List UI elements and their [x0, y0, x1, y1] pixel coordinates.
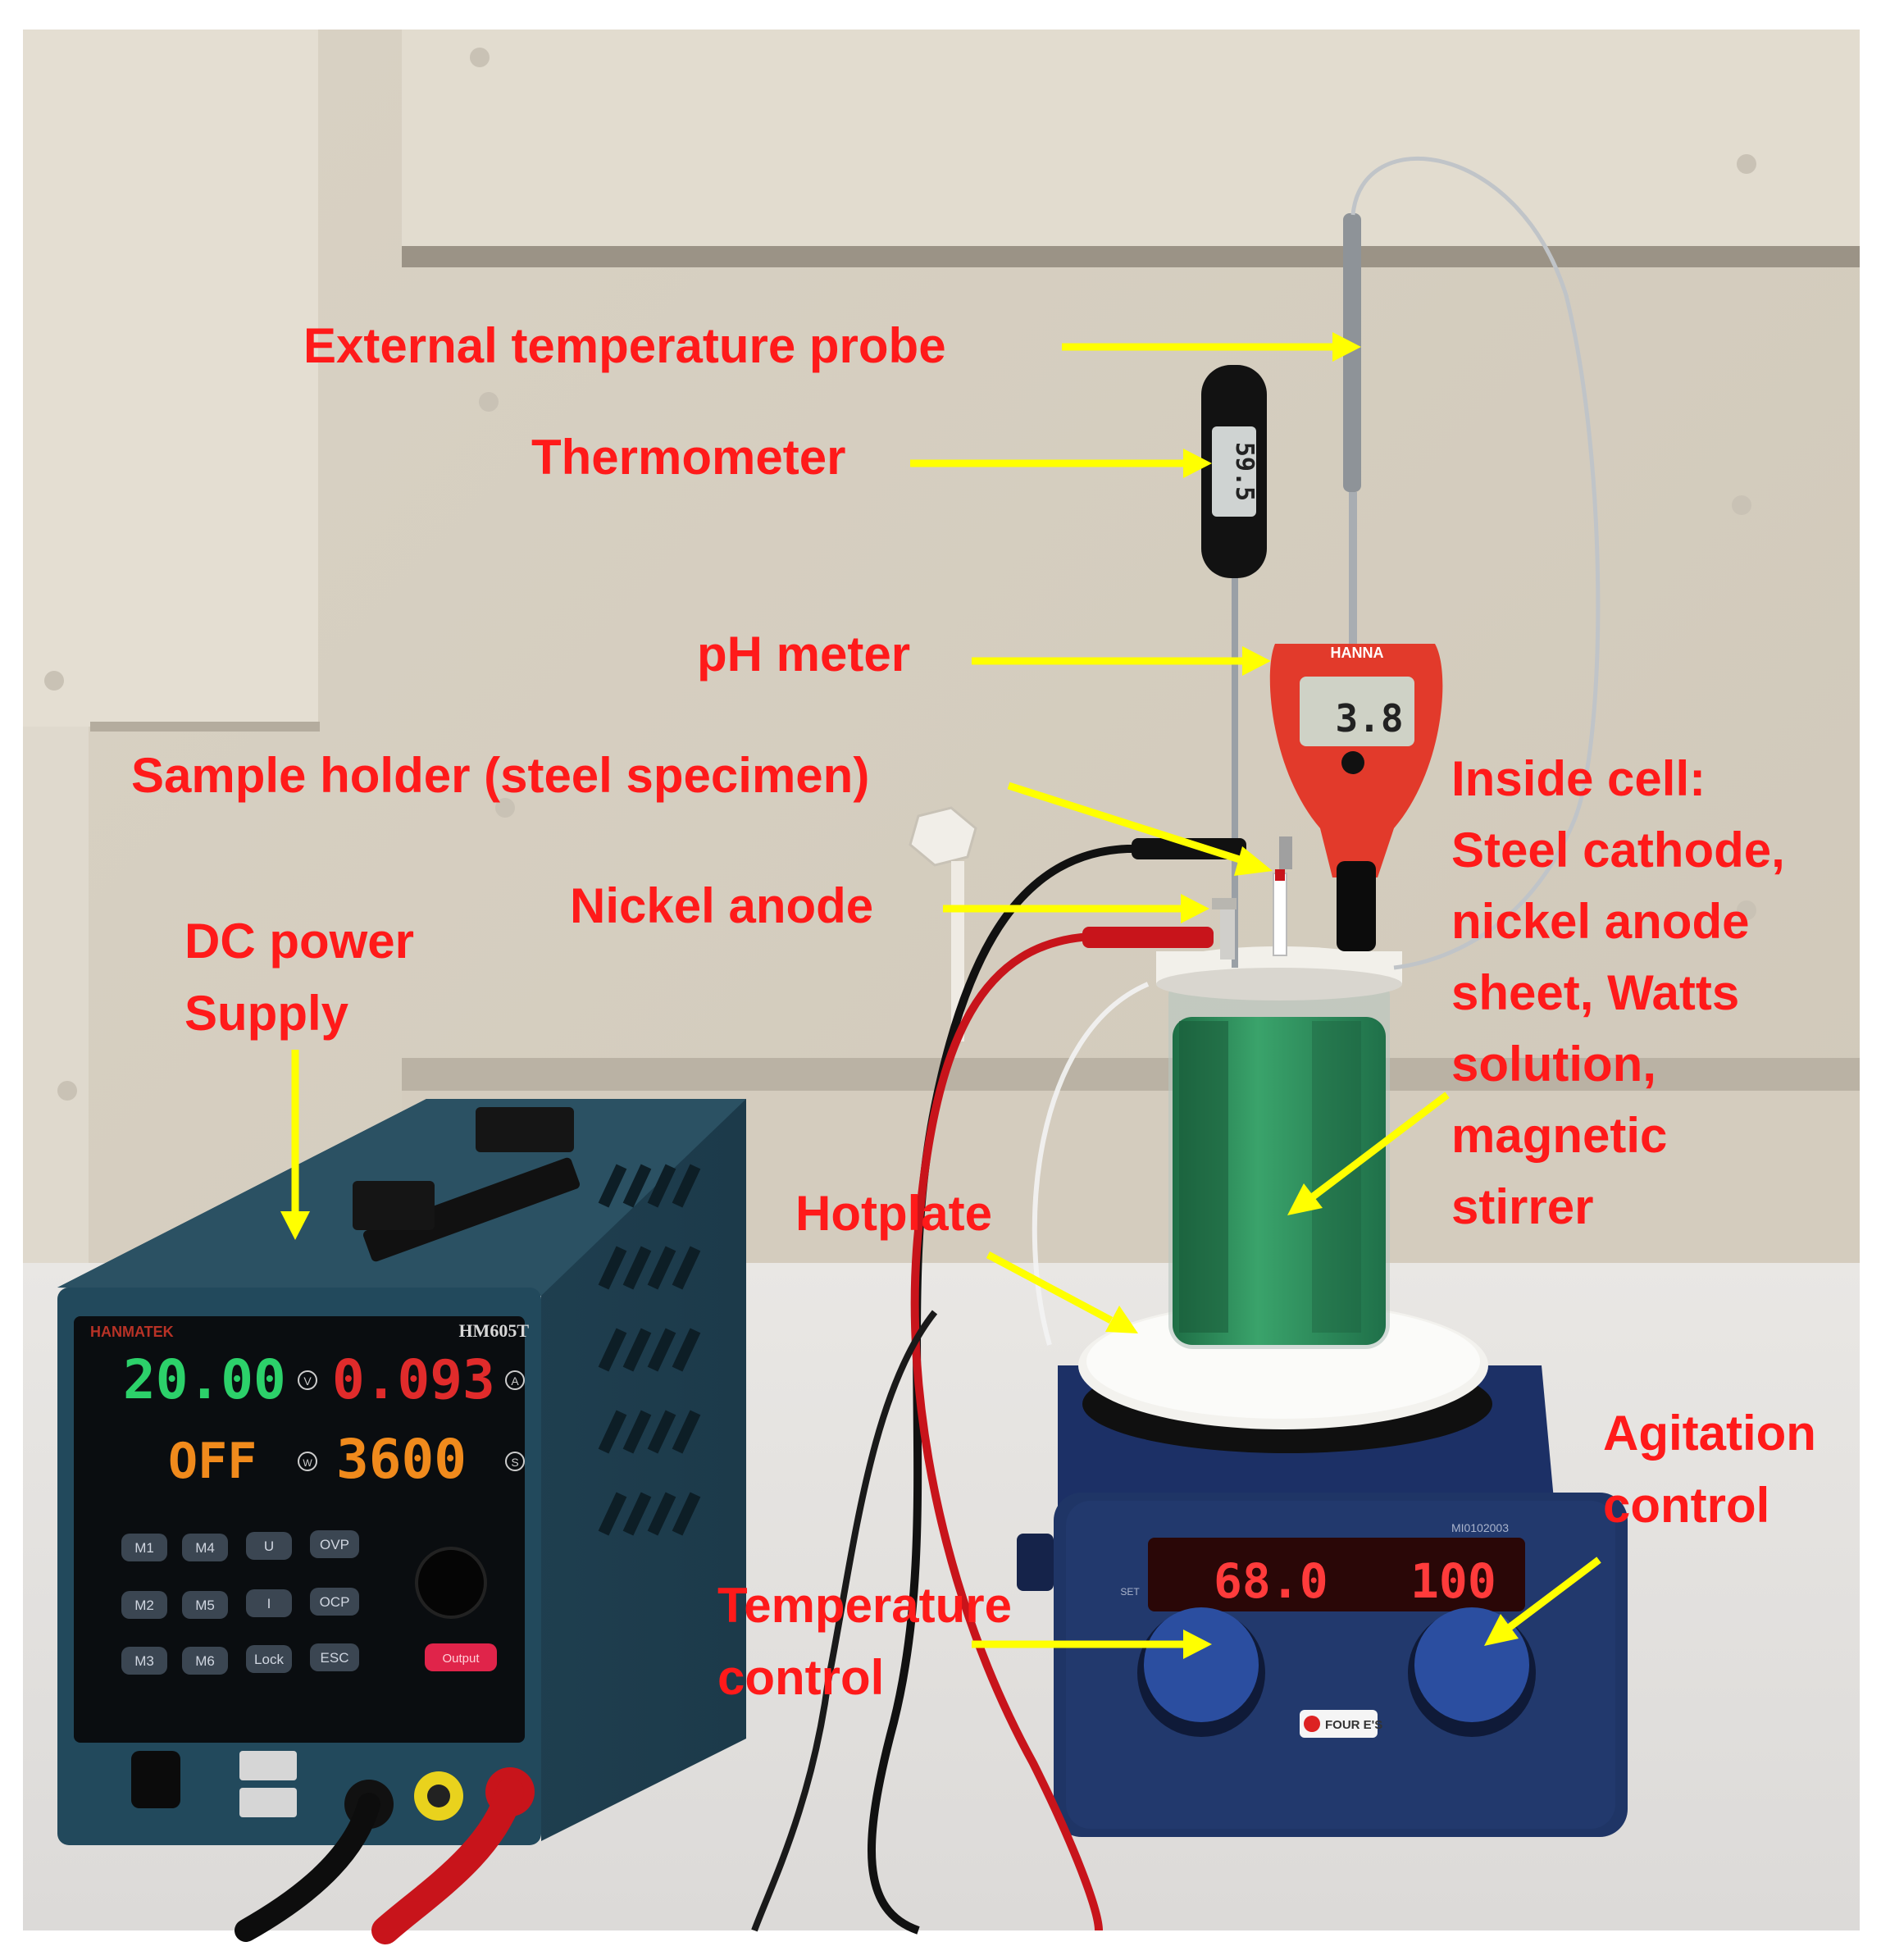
annotation-labels: External temperature probe Thermometer p…: [131, 318, 1816, 1705]
vent-slots: [598, 1164, 701, 1536]
label-sample-holder: Sample holder (steel specimen): [131, 748, 869, 803]
psu-rotary-knob[interactable]: [415, 1547, 487, 1619]
ph-meter-display: 3.8: [1335, 696, 1403, 741]
key-m6[interactable]: [182, 1647, 228, 1675]
usb-port-1: [239, 1751, 297, 1780]
ph-meter: HANNA 3.8: [1269, 644, 1443, 951]
dc-power-supply: HANMATEK HM605T 20.00 V 0.093 A OFF W 36…: [57, 1099, 746, 1944]
hotplate-model: MI0102003: [1451, 1521, 1509, 1534]
hotplate-speed-display: 100: [1410, 1553, 1496, 1609]
thermometer-display: 59.5: [1230, 442, 1259, 501]
usb-port-2: [239, 1788, 297, 1817]
psu-keypad: M1 M4 U OVP M2 M5 I OCP M3 M6 Lock ESC O…: [121, 1530, 497, 1675]
label-external-probe: External temperature probe: [303, 318, 946, 373]
unit-v: V: [303, 1374, 312, 1388]
key-lock[interactable]: [246, 1645, 292, 1673]
key-i[interactable]: [246, 1589, 292, 1617]
arrow-hotplate: [986, 1251, 1114, 1324]
electrolytic-cell: [1156, 946, 1402, 1349]
hotplate: MI0102003 SET 68.0 100 FOUR E'S: [1017, 1301, 1628, 1837]
key-m5[interactable]: [182, 1591, 228, 1619]
key-i-label: I: [267, 1596, 271, 1611]
electrode-posts: [1212, 836, 1292, 959]
label-temperature-control-line-1: Temperature: [717, 1578, 1012, 1633]
label-temperature-control-line-2: control: [717, 1650, 884, 1705]
label-inside-cell-line-5: solution,: [1451, 1037, 1656, 1092]
ph-meter-button[interactable]: [1341, 751, 1364, 774]
key-m2-label: M2: [134, 1598, 154, 1613]
key-esc-label: ESC: [321, 1650, 349, 1666]
key-ovp-label: OVP: [320, 1537, 349, 1552]
key-m4[interactable]: [182, 1534, 228, 1561]
label-temperature-control: Temperature control: [717, 1578, 1012, 1705]
label-agitation-line-1: Agitation: [1603, 1406, 1816, 1461]
label-ph-meter: pH meter: [697, 627, 910, 681]
timer-display: 3600: [336, 1428, 467, 1491]
key-m4-label: M4: [195, 1540, 215, 1556]
key-esc[interactable]: [310, 1643, 359, 1671]
ph-meter-brand: HANNA: [1331, 645, 1384, 661]
output-button[interactable]: [425, 1643, 497, 1671]
key-m6-label: M6: [195, 1653, 215, 1669]
temperature-knob[interactable]: [1144, 1607, 1259, 1722]
label-inside-cell-line-6: magnetic: [1451, 1108, 1667, 1163]
output-button-label: Output: [442, 1652, 480, 1666]
key-ocp-label: OCP: [320, 1594, 350, 1610]
label-dc-power: DC power Supply: [184, 914, 414, 1041]
label-agitation-line-2: control: [1603, 1478, 1769, 1533]
label-inside-cell-line-2: Steel cathode,: [1451, 823, 1785, 877]
arrow-inside-cell: [1309, 1092, 1450, 1201]
hotplate-brand: FOUR E'S: [1325, 1718, 1382, 1732]
thermometer: 59.5: [1201, 365, 1267, 968]
unit-w: W: [303, 1457, 312, 1469]
key-u[interactable]: [246, 1532, 292, 1560]
hotplate-temp-display: 68.0: [1214, 1553, 1328, 1609]
key-m3-label: M3: [134, 1653, 154, 1669]
key-ocp[interactable]: [310, 1588, 359, 1616]
arrow-agitation: [1506, 1557, 1601, 1631]
current-display: 0.093: [332, 1348, 495, 1411]
label-nickel-anode: Nickel anode: [570, 878, 873, 933]
key-m5-label: M5: [195, 1598, 215, 1613]
label-agitation: Agitation control: [1603, 1406, 1816, 1533]
key-u-label: U: [264, 1538, 274, 1554]
key-m2[interactable]: [121, 1591, 167, 1619]
annotation-arrows: [280, 332, 1601, 1659]
label-inside-cell-line-7: stirrer: [1451, 1179, 1593, 1234]
hotplate-set-label: SET: [1120, 1586, 1140, 1598]
key-m1-label: M1: [134, 1540, 154, 1556]
label-inside-cell-line-3: nickel anode: [1451, 894, 1749, 949]
label-inside-cell-line-4: sheet, Watts: [1451, 965, 1739, 1020]
unit-a: A: [511, 1374, 519, 1388]
ovp-display: OFF: [168, 1433, 257, 1490]
label-inside-cell-line-1: Inside cell:: [1451, 751, 1706, 806]
label-dc-power-line-2: Supply: [184, 986, 349, 1041]
power-switch[interactable]: [131, 1751, 180, 1808]
voltage-display: 20.00: [123, 1348, 286, 1411]
key-ovp[interactable]: [310, 1530, 359, 1558]
label-thermometer: Thermometer: [531, 430, 845, 485]
key-m3[interactable]: [121, 1647, 167, 1675]
label-dc-power-line-1: DC power: [184, 914, 414, 969]
label-hotplate: Hotplate: [795, 1186, 992, 1241]
psu-model: HM605T: [458, 1320, 529, 1341]
key-m1[interactable]: [121, 1534, 167, 1561]
psu-brand: HANMATEK: [90, 1324, 174, 1340]
arrow-sample-holder: [1007, 782, 1246, 865]
label-inside-cell: Inside cell: Steel cathode, nickel anode…: [1451, 751, 1785, 1234]
key-lock-label: Lock: [254, 1652, 284, 1667]
unit-s: S: [511, 1456, 518, 1469]
